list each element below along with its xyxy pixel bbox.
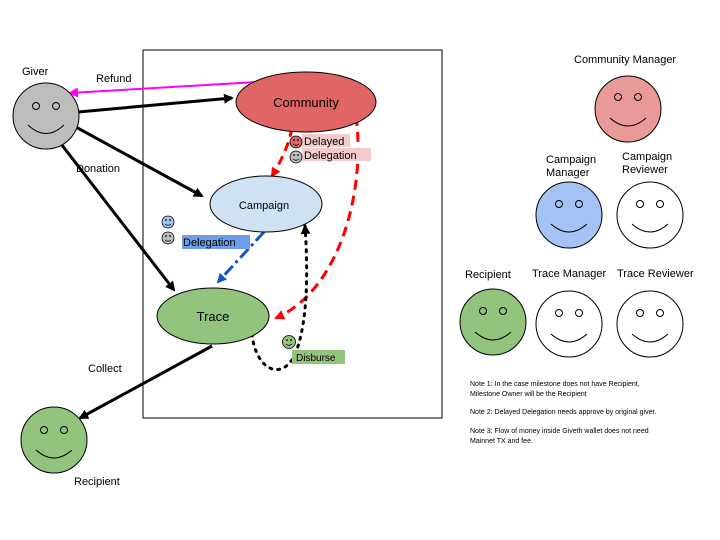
giver-mini-icon-2 — [161, 231, 175, 245]
note-1-line-1: Note 1: In the case milestone does not h… — [470, 381, 640, 388]
giver-to-trace-edge — [56, 139, 176, 292]
disburse-label: Disburse — [296, 353, 336, 364]
delayed-delegation-label-group: Delayed Delegation — [289, 134, 371, 164]
legend-campaign-reviewer-label-line2: Reviewer — [622, 164, 668, 176]
donation-label: Donation — [76, 163, 120, 175]
legend-community-manager: Community Manager — [574, 54, 676, 143]
delegation-label: Delegation — [183, 237, 236, 249]
disburse-edge — [250, 224, 311, 371]
notes: Note 1: In the case milestone does not h… — [470, 381, 656, 445]
refund-edge — [68, 81, 259, 98]
community-node: Community — [235, 71, 377, 133]
delayed-delegation-to-campaign-edge — [270, 127, 294, 178]
campaign-label: Campaign — [239, 200, 289, 212]
recipient-mini-icon — [282, 335, 296, 349]
legend-recipient-smiley-icon — [459, 288, 527, 356]
giver-actor: Giver — [12, 66, 80, 150]
delegation-label-group: Delegation — [161, 215, 250, 249]
legend-campaign-manager-label-line2: Manager — [546, 167, 590, 179]
note-3-line-1: Note 3: Flow of money inside Giveth wall… — [470, 428, 649, 435]
note-2: Note 2: Delayed Delegation needs approve… — [470, 409, 656, 416]
delayed-delegation-label-line2: Delegation — [304, 150, 357, 162]
delayed-label-bg-1 — [302, 134, 350, 147]
collect-label: Collect — [88, 363, 122, 375]
legend-trace-manager-label: Trace Manager — [532, 268, 607, 280]
donation-edge — [73, 124, 204, 198]
giver-label: Giver — [22, 66, 49, 78]
note-3-line-2: Mainnet TX and fee. — [470, 438, 533, 445]
legend-recipient-label: Recipient — [465, 269, 511, 281]
trace-manager-smiley-icon — [535, 290, 603, 358]
campaign-node: Campaign — [209, 175, 323, 233]
campaign-manager-mini-icon — [161, 215, 175, 229]
legend-community-manager-label: Community Manager — [574, 54, 676, 66]
recipient-actor: Recipient — [20, 406, 120, 488]
recipient-label: Recipient — [74, 476, 120, 488]
disburse-label-group: Disburse — [282, 335, 345, 364]
delegation-label-bg — [182, 235, 250, 249]
delayed-delegation-to-trace-edge — [274, 115, 360, 320]
trace-label: Trace — [197, 309, 230, 324]
note-1-line-2: Milestone Owner will be the Recipient — [470, 391, 587, 398]
community-label: Community — [273, 95, 339, 110]
disburse-label-bg — [292, 350, 345, 364]
delayed-delegation-label-line1: Delayed — [304, 136, 344, 148]
trace-ellipse — [156, 287, 270, 345]
trace-node: Trace — [156, 287, 270, 345]
delayed-label-bg-2 — [302, 148, 371, 161]
legend-recipient: Recipient — [459, 269, 527, 356]
refund-label: Refund — [96, 73, 131, 85]
legend-campaign-reviewer-label-line1: Campaign — [622, 151, 672, 163]
wallet-boundary-box — [142, 49, 443, 419]
trace-reviewer-smiley-icon — [616, 290, 684, 358]
campaign-manager-smiley-icon — [535, 181, 603, 249]
delegation-edge — [216, 230, 266, 284]
legend-campaign-manager: Campaign Manager — [535, 154, 603, 249]
campaign-reviewer-smiley-icon — [616, 181, 684, 249]
giver-mini-icon — [289, 150, 303, 164]
recipient-smiley-icon — [20, 406, 88, 474]
legend-trace-reviewer: Trace Reviewer — [616, 268, 694, 358]
campaign-ellipse — [209, 175, 323, 233]
community-ellipse — [235, 71, 377, 133]
collect-edge — [78, 344, 213, 420]
community-manager-mini-icon — [289, 135, 303, 149]
giver-smiley-icon — [12, 82, 80, 150]
giver-to-community-edge — [77, 93, 234, 114]
legend-trace-manager: Trace Manager — [532, 268, 607, 358]
community-manager-smiley-icon — [594, 75, 662, 143]
legend-campaign-reviewer: Campaign Reviewer — [616, 151, 684, 249]
legend-campaign-manager-label-line1: Campaign — [546, 154, 596, 166]
legend-trace-reviewer-label: Trace Reviewer — [617, 268, 694, 280]
legend: Community Manager Campaign Manager Campa… — [459, 54, 694, 358]
